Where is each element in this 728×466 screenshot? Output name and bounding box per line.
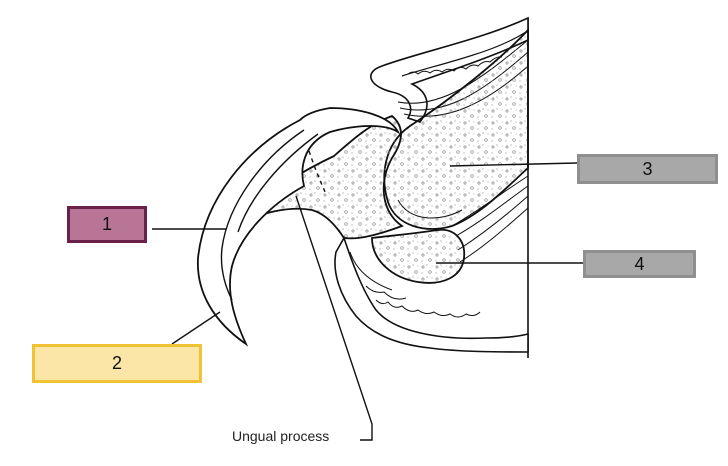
leader-2 xyxy=(171,311,221,345)
label-box-2[interactable]: 2 xyxy=(32,344,202,383)
label-box-1[interactable]: 1 xyxy=(67,206,147,243)
dorsal-fat xyxy=(401,31,527,77)
digital-pad xyxy=(334,236,529,353)
label-text-3: 3 xyxy=(642,158,653,179)
distal-phalanx xyxy=(239,114,404,240)
label-box-3[interactable]: 3 xyxy=(577,154,718,184)
leader-3 xyxy=(449,162,578,167)
ungual-process-label: Ungual process xyxy=(232,428,330,444)
ungual-crest xyxy=(301,127,327,195)
dorsal-skin xyxy=(370,16,529,123)
label-box-4[interactable]: 4 xyxy=(583,250,696,278)
sesamoid xyxy=(371,228,466,284)
label-text-1: 1 xyxy=(101,214,112,234)
middle-phalanx xyxy=(383,27,529,230)
leader-ungual xyxy=(295,195,373,441)
claw-sheath xyxy=(197,107,401,347)
label-text-4: 4 xyxy=(634,253,645,274)
flexor-tendon xyxy=(451,175,529,263)
label-text-2: 2 xyxy=(111,353,122,373)
